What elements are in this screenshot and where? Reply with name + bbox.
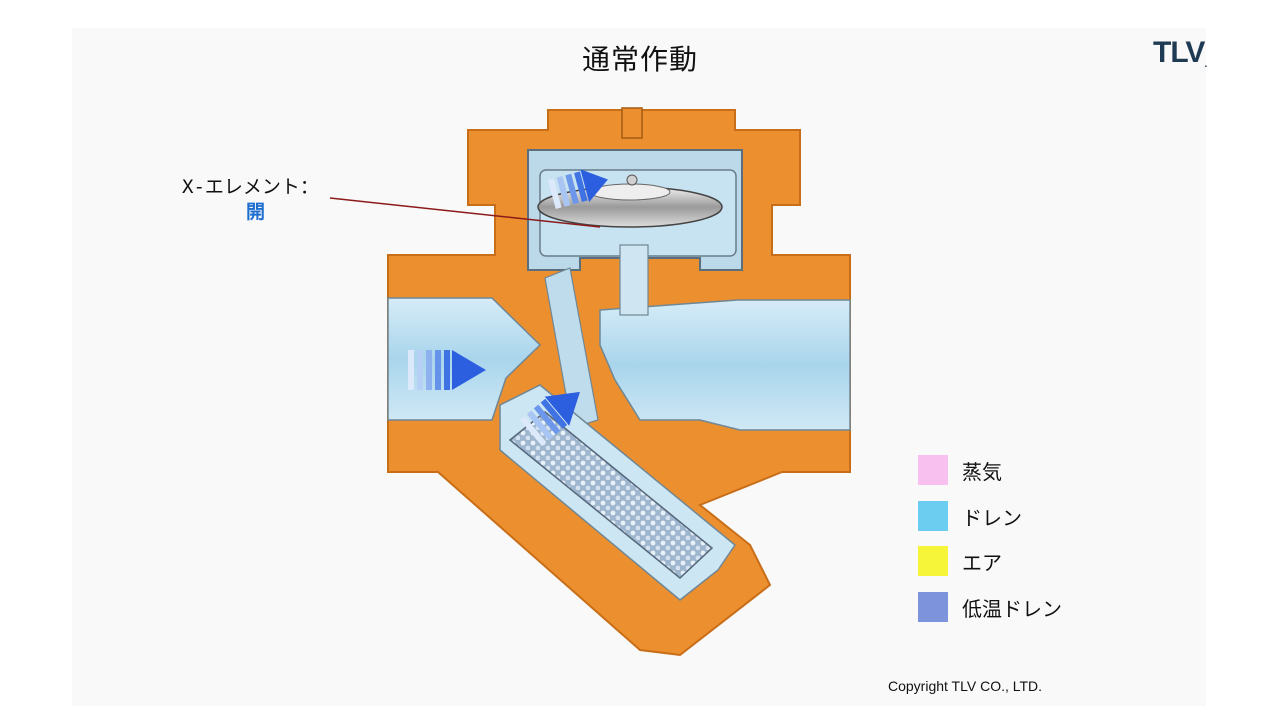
x-element-state: 開 bbox=[246, 201, 266, 223]
chamber-arrow bbox=[548, 169, 608, 209]
bypass-channel bbox=[544, 267, 599, 429]
outlet-passage bbox=[599, 299, 851, 431]
copyright-notice: Copyright TLV CO., LTD. bbox=[888, 678, 1043, 694]
inlet-arrow bbox=[408, 350, 486, 390]
page-title: 通常作動 bbox=[581, 43, 698, 76]
legend-label: 低温ドレン bbox=[962, 596, 1062, 621]
logo-mark: . bbox=[1204, 59, 1207, 70]
flow-arrows bbox=[408, 169, 608, 447]
logo-text: TLV bbox=[1153, 36, 1205, 69]
legend-swatch bbox=[918, 592, 948, 622]
legend-swatch bbox=[918, 546, 948, 576]
legend-label: ドレン bbox=[962, 505, 1022, 530]
callout-line bbox=[329, 197, 601, 228]
legend-item-cold-drain: 低温ドレン bbox=[918, 590, 1062, 624]
cap-screw bbox=[621, 107, 643, 139]
legend-item-air: エア bbox=[918, 544, 1002, 578]
legend-swatch bbox=[918, 455, 948, 485]
legend-swatch bbox=[918, 501, 948, 531]
legend-label: 蒸気 bbox=[962, 459, 1002, 484]
tlv-logo: TLV. bbox=[1153, 36, 1207, 70]
strainer-arrow bbox=[520, 391, 580, 447]
valve-stem bbox=[619, 244, 649, 316]
legend-item-steam: 蒸気 bbox=[918, 453, 1002, 487]
legend-item-drain: ドレン bbox=[918, 499, 1022, 533]
x-element-label: X-エレメント： bbox=[182, 176, 319, 198]
legend-label: エア bbox=[962, 550, 1002, 575]
